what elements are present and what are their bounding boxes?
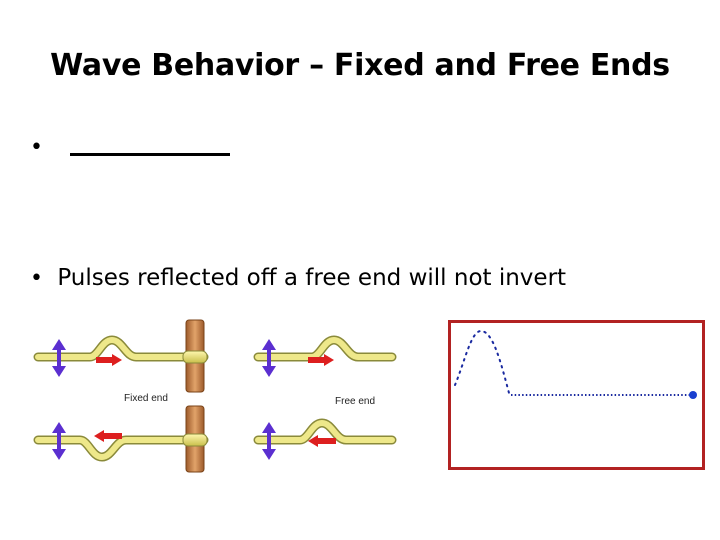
arrow-left-icon	[308, 435, 336, 447]
fixed-end-ring-bottom	[183, 434, 207, 446]
dotted-pulse-diagram	[451, 323, 702, 467]
bullet-dot: •	[30, 266, 50, 291]
bullet-text: Pulses reflected off a free end will not…	[57, 265, 566, 291]
bullet-dot: •	[30, 135, 50, 160]
bullet-item-free-end: • Pulses reflected off a free end will n…	[30, 265, 566, 291]
free-end-reflection-panel	[448, 320, 705, 470]
free-end-point	[689, 391, 697, 399]
fixed-end-ring-top	[183, 351, 207, 363]
slide-title: Wave Behavior – Fixed and Free Ends	[0, 48, 720, 83]
fill-in-blank-line	[70, 153, 230, 156]
fixed-end-caption: Fixed end	[124, 393, 168, 404]
fixed-free-end-illustration: Fixed end Free end	[30, 312, 410, 482]
bullet-item-blank: •	[30, 134, 50, 160]
free-end-caption: Free end	[335, 396, 375, 407]
reflected-pulse-dotted	[455, 331, 509, 393]
